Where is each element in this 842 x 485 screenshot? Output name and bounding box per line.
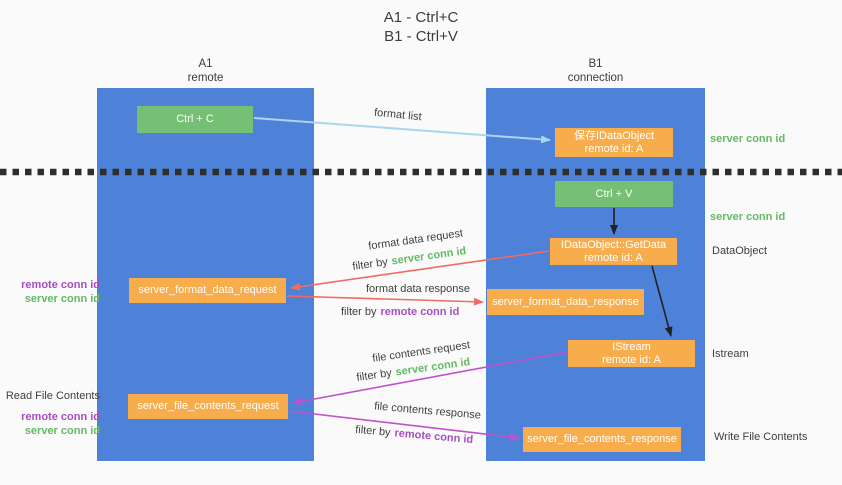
node-save-idataobject-line1: 保存IDataObject	[573, 129, 655, 142]
node-server-format-data-request: server_format_data_request	[129, 278, 286, 303]
node-server-format-data-response: server_format_data_response	[487, 289, 644, 315]
node-ctrl-c-label: Ctrl + C	[176, 113, 214, 125]
node-server-file-contents-response: server_file_contents_response	[523, 427, 681, 452]
node-save-idataobject-line2: remote id: A	[584, 142, 644, 155]
left-column-header: A1 remote	[97, 57, 314, 85]
server-conn-id-annotation-1: server conn id	[710, 133, 786, 145]
filter-by-text: filter by	[341, 306, 377, 318]
node-idataobject-getdata-line1: IDataObject::GetData	[560, 238, 667, 251]
getdata-to-istream-arrow	[651, 265, 673, 337]
node-istream: IStream remote id: A	[568, 340, 695, 367]
server-conn-id-annotation-left-1: server conn id	[24, 293, 100, 305]
node-ctrl-v-label: Ctrl + V	[595, 187, 633, 200]
istream-annotation: Istream	[712, 348, 749, 360]
right-column-subtitle: connection	[567, 72, 624, 84]
format-data-request-arrow	[290, 250, 550, 291]
remote-conn-id-annotation-left-1: remote conn id	[21, 279, 100, 291]
title-line-1: A1 - Ctrl+C	[383, 9, 459, 26]
format-list-arrow	[253, 117, 551, 144]
dataobject-annotation: DataObject	[712, 245, 768, 257]
left-column-subtitle: remote	[187, 72, 224, 84]
node-ctrl-v: Ctrl + V	[555, 181, 673, 207]
server-conn-id-annotation-left-2: server conn id	[24, 425, 100, 437]
remote-conn-id-annotation-left-2: remote conn id	[21, 411, 100, 423]
diagram-title: A1 - Ctrl+C B1 - Ctrl+V	[0, 8, 842, 46]
node-idataobject-getdata: IDataObject::GetData remote id: A	[550, 238, 677, 265]
server-conn-id-annotation-2: server conn id	[710, 211, 786, 223]
node-idataobject-getdata-line2: remote id: A	[584, 251, 643, 264]
node-server-file-contents-response-label: server_file_contents_response	[527, 433, 677, 445]
right-column-header: B1 connection	[486, 57, 705, 85]
node-server-format-data-response-label: server_format_data_response	[492, 295, 639, 308]
left-column-name: A1	[198, 58, 213, 70]
node-server-file-contents-request-label: server_file_contents_request	[137, 400, 279, 412]
file-contents-request-arrow	[292, 351, 568, 406]
title-line-2: B1 - Ctrl+V	[384, 28, 458, 45]
right-column-name: B1	[588, 58, 603, 70]
node-server-format-data-request-label: server_format_data_request	[138, 284, 277, 296]
format-data-response-arrow	[286, 295, 484, 306]
write-file-contents-annotation: Write File Contents	[714, 431, 808, 443]
node-ctrl-c: Ctrl + C	[137, 106, 253, 133]
node-istream-line1: IStream	[612, 340, 651, 353]
node-server-file-contents-request: server_file_contents_request	[128, 394, 288, 419]
format-data-response-label: format data response	[366, 283, 470, 295]
remote-conn-id-text: remote conn id	[380, 306, 460, 318]
read-file-contents-annotation: Read File Contents	[5, 390, 100, 402]
node-istream-line2: remote id: A	[602, 353, 661, 366]
node-save-idataobject: 保存IDataObject remote id: A	[555, 128, 673, 157]
file-contents-response-arrow	[288, 410, 520, 441]
